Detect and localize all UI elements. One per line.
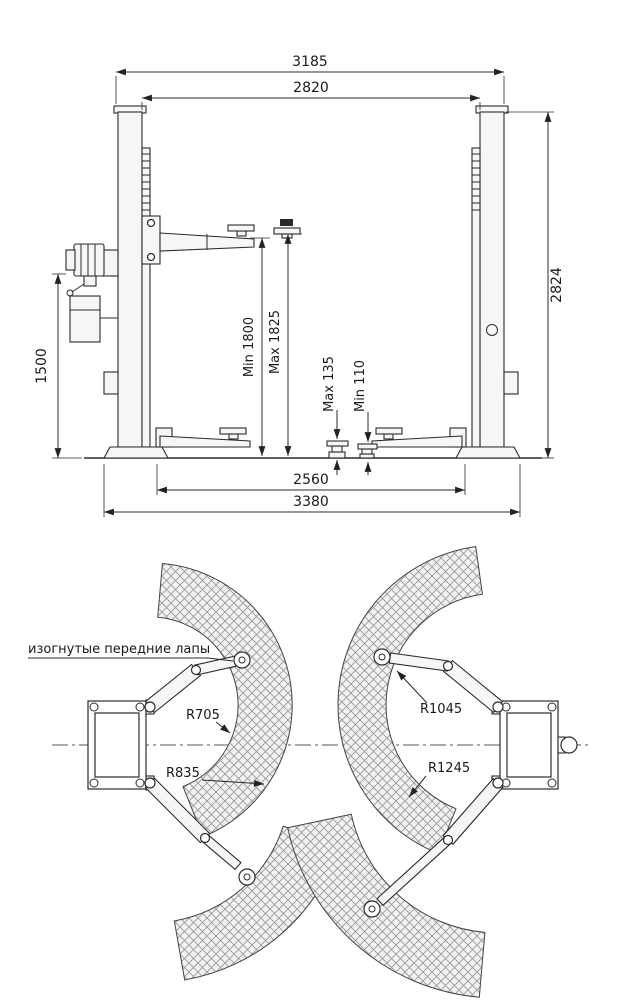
right-lower-pad-stem [383,433,394,440]
right-front-pivot [492,701,504,713]
front-arm-sweep-left [157,562,293,838]
plan-view: изогнутые передние лапы R705 R835 R1045 … [28,546,588,998]
dim-2824: 2824 [506,111,565,459]
dim-3380-label: 3380 [293,494,329,510]
right-carriage-plan [491,699,578,791]
radius-r835-label: R835 [166,766,200,781]
front-arms-callout: изогнутые передние лапы [28,642,234,662]
raised-arm-assembly [141,215,301,265]
front-arms-callout-label: изогнутые передние лапы [28,642,210,657]
left-front-arm-plan [144,651,251,714]
radius-r705-label: R705 [186,708,220,723]
pad-d-plate [357,443,378,450]
roller-top [146,218,156,228]
dim-2560-label: 2560 [293,472,329,488]
left-front-pivot [144,701,156,713]
right-front-arm-plan [373,648,504,714]
dim-2560: 2560 [156,464,466,495]
pad-d-stem [361,448,373,455]
left-lower-arm [159,435,251,448]
left-rear-pivot [144,777,156,789]
dim-max-135: Max 135 [322,356,341,475]
dim-max-1825-label: Max 1825 [268,310,283,374]
dim-1500-label: 1500 [34,348,50,384]
right-rear-pad [363,900,381,918]
left-carriage-plan [87,699,155,791]
callout-leader [28,657,234,662]
dim-3380: 3380 [103,464,521,517]
left-post-box [103,371,119,395]
left-post [103,105,169,459]
left-lower-pad [219,427,247,435]
pad-a-plate [227,224,255,232]
left-front-pad [233,651,251,669]
right-base-plate [455,446,521,459]
right-post-box [503,371,519,395]
dim-max-1825: Max 1825 [268,233,302,456]
post-hand-hole [486,324,498,336]
dim-3185: 3185 [115,54,505,104]
motor-cap [65,249,76,271]
pad-c-stem [331,445,343,453]
dim-min-110: Min 110 [353,360,372,475]
pad-c-plate [326,440,349,447]
dim-2820-label: 2820 [293,80,329,96]
right-lower-pad [375,427,403,435]
pad-b-contact [280,219,293,226]
pad-b-plate [273,227,301,235]
control-box [69,295,101,343]
right-post [455,105,521,459]
power-unit [65,243,119,343]
chain-hatch-left [142,153,150,211]
dim-max-135-label: Max 135 [322,356,337,412]
front-elevation-view: 3185 2820 2824 1500 Min 1800 [34,54,565,517]
lever-knob [66,289,74,297]
dim-2824-label: 2824 [549,267,565,303]
dim-2820: 2820 [141,80,481,110]
motor-connector [83,275,97,287]
pad-c-base [328,451,346,459]
lever [71,283,85,293]
rear-arm-sweep-right [287,813,486,998]
radius-r1045-label: R1045 [420,702,462,717]
right-front-pad [373,648,391,666]
dim-min-1800-label: Min 1800 [242,317,257,377]
pad-d-base [359,453,375,459]
front-arm-sweep-right [337,546,483,855]
chain-hatch-right [472,153,480,211]
hydraulic-knob [560,736,578,754]
radius-labels: R705 R835 R1045 R1245 [166,670,470,798]
left-rear-pad [238,868,256,886]
roller-bottom [146,252,156,262]
pad-b-stem [281,233,293,239]
right-rear-pivot [492,777,504,789]
radius-r1245-label: R1245 [428,761,470,776]
left-rear-arm-plan [144,777,256,886]
right-rear-arm-plan [363,777,504,918]
left-lower-pad-stem [228,433,239,440]
dim-3185-label: 3185 [292,54,328,70]
dim-min-1800: Min 1800 [242,237,270,456]
dim-1500: 1500 [34,273,82,459]
motor-fins [80,244,96,276]
left-base-plate [103,446,169,459]
motor-body [73,243,105,277]
lowered-arms [155,427,467,459]
dim-min-110-label: Min 110 [353,360,368,412]
pad-a-stem [236,230,247,237]
